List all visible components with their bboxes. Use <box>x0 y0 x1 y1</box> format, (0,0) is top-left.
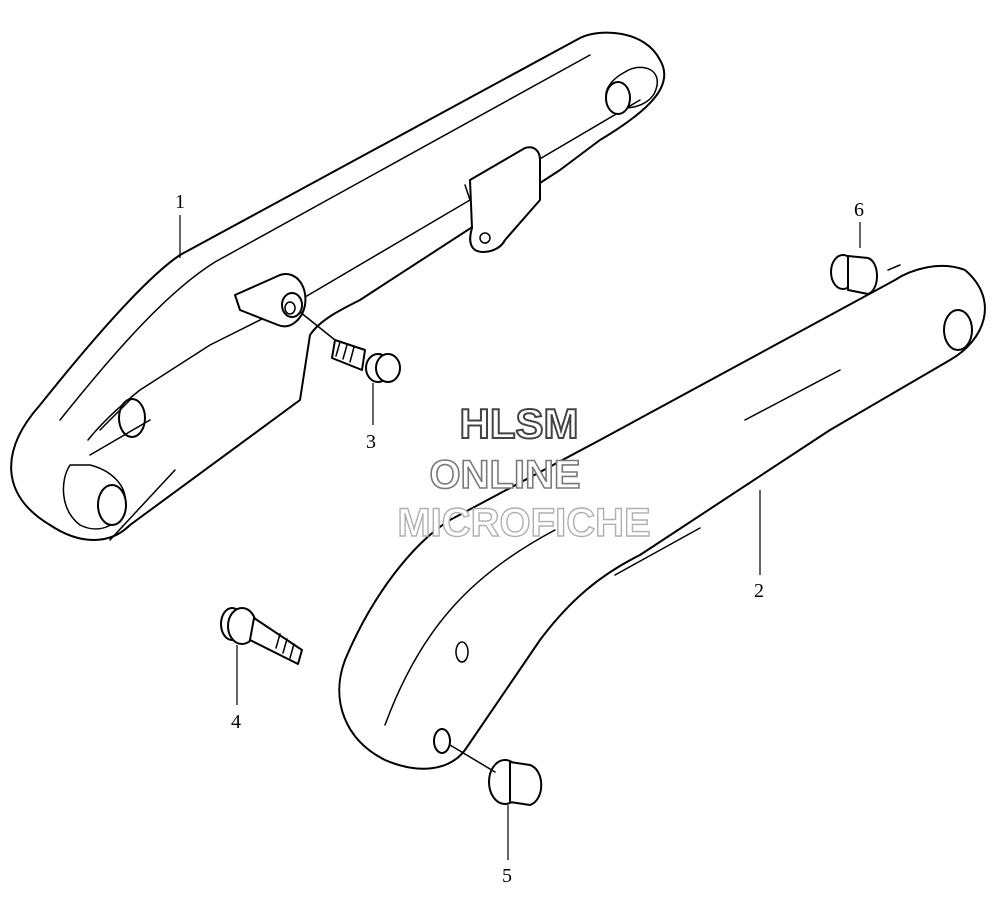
callout-3: 3 <box>366 431 376 453</box>
callout-5: 5 <box>502 865 512 887</box>
watermark-line-3: MICROFICHE <box>397 501 650 545</box>
watermark-line-2: ONLINE <box>429 453 580 497</box>
callout-numbers: 1 2 3 4 5 6 <box>175 191 864 887</box>
part-5-flange-nut[interactable] <box>449 744 543 806</box>
callout-1: 1 <box>175 191 185 213</box>
part-4-flange-bolt[interactable] <box>220 607 303 665</box>
callout-6: 6 <box>854 199 864 221</box>
watermark-line-1: HLSM <box>460 400 579 447</box>
watermark: HLSM ONLINE MICROFICHE <box>397 399 652 546</box>
callout-2: 2 <box>754 580 764 602</box>
part-6-bushing[interactable] <box>830 254 901 295</box>
leader-lines <box>179 215 861 860</box>
part-3-flange-bolt[interactable] <box>299 311 401 383</box>
part-2-linkage-arm[interactable] <box>338 264 986 770</box>
callout-4: 4 <box>231 711 241 733</box>
part-1-swing-arm[interactable] <box>10 31 666 541</box>
